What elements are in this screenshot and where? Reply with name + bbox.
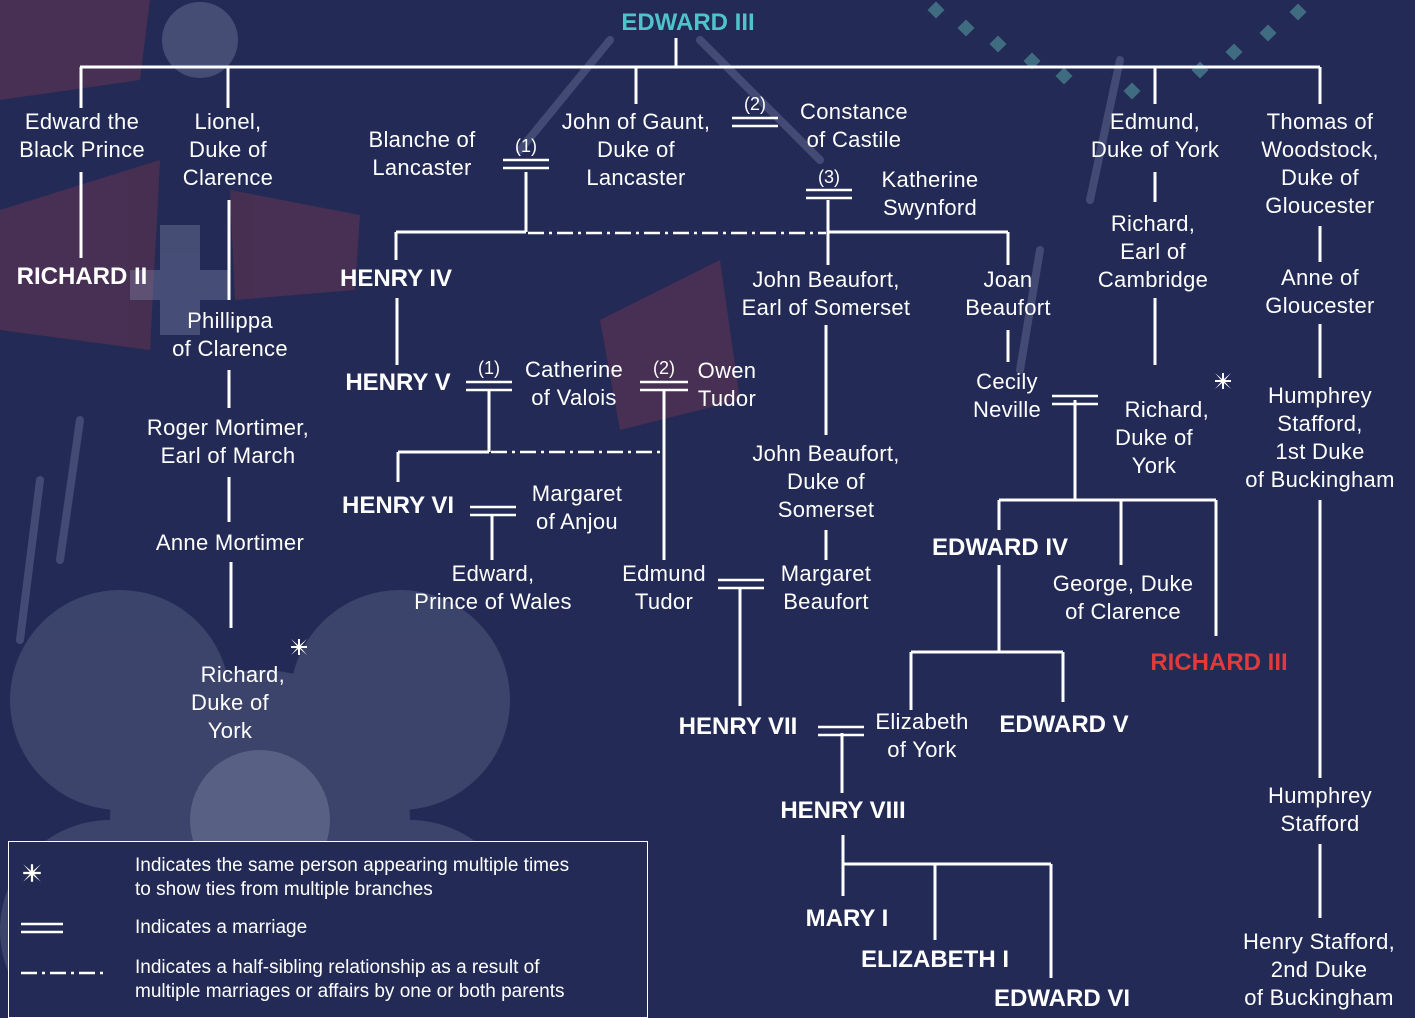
thomas-of-woodstock: Thomas of Woodstock, Duke of Gloucester — [1261, 109, 1379, 218]
phillippa-of-clarence: Phillippa of Clarence — [172, 308, 288, 361]
legend-cross-text: Indicates the same person appearing mult… — [135, 855, 570, 900]
lionel-duke-of-clarence: Lionel, Duke of Clarence — [182, 109, 274, 190]
john-beaufort-duke-of-somerset: John Beaufort, Duke of Somerset — [752, 441, 900, 522]
half-sibling-dash-icon — [21, 971, 105, 975]
john-beaufort-earl-of-somerset: John Beaufort, Earl of Somerset — [741, 267, 911, 320]
margaret-beaufort: Margaret Beaufort — [780, 561, 872, 614]
marriage-symbol-icon — [21, 922, 63, 934]
cross-pattee-icon — [1215, 373, 1231, 389]
humphrey-stafford: Humphrey Stafford — [1268, 783, 1372, 836]
cecily-neville: Cecily Neville — [972, 369, 1042, 422]
cross-pattee-icon — [23, 864, 41, 882]
elizabeth-of-york: Elizabeth of York — [875, 709, 969, 762]
blanche-of-lancaster: Blanche of Lancaster — [368, 127, 476, 180]
edward-iii-title: EDWARD III — [621, 9, 755, 36]
richard-iii: RICHARD III — [1150, 649, 1288, 676]
constance-of-castile: Constance of Castile — [800, 99, 908, 152]
humphrey-stafford-1st-duke: Humphrey Stafford, 1st Duke of Buckingha… — [1245, 383, 1395, 492]
joan-beaufort: Joan Beaufort — [965, 267, 1051, 320]
edward-vi: EDWARD VI — [993, 985, 1131, 1012]
marriage-number: (1) — [478, 358, 500, 378]
john-of-gaunt: John of Gaunt, Duke of Lancaster — [561, 109, 711, 190]
katherine-swynford: Katherine Swynford — [881, 167, 979, 220]
george-duke-of-clarence: George, Duke of Clarence — [1052, 571, 1194, 624]
catherine-of-valois: Catherine of Valois — [524, 357, 624, 410]
person-name: Richard, Duke of York — [1115, 397, 1209, 478]
marriage-number: (2) — [653, 358, 675, 378]
edward-prince-of-wales: Edward, Prince of Wales — [414, 561, 572, 614]
edward-v: EDWARD V — [999, 711, 1129, 738]
henry-vii: HENRY VII — [678, 713, 798, 740]
roger-mortimer: Roger Mortimer, Earl of March — [146, 415, 310, 468]
margaret-of-anjou: Margaret of Anjou — [531, 481, 623, 534]
marriage-number: (2) — [744, 94, 766, 114]
anne-mortimer: Anne Mortimer — [155, 530, 305, 555]
henry-v: HENRY V — [345, 369, 451, 396]
edmund-tudor: Edmund Tudor — [622, 561, 706, 614]
henry-viii: HENRY VIII — [780, 797, 906, 824]
edmund-duke-of-york: Edmund, Duke of York — [1090, 109, 1220, 162]
cross-pattee-icon — [291, 639, 307, 655]
elizabeth-i: ELIZABETH I — [861, 946, 1009, 973]
richard-ii: RICHARD II — [16, 263, 148, 290]
person-name: Richard, Duke of York — [191, 662, 285, 743]
legend-box: Indicates the same person appearing mult… — [8, 841, 648, 1018]
richard-earl-of-cambridge: Richard, Earl of Cambridge — [1097, 211, 1209, 292]
legend-half-sibling-text: Indicates a half-sibling relationship as… — [135, 957, 565, 1002]
richard-duke-of-york-right: Richard, Duke of York — [1099, 368, 1209, 508]
henry-vi: HENRY VI — [341, 492, 455, 519]
henry-iv: HENRY IV — [339, 265, 453, 292]
henry-stafford-2nd-duke: Henry Stafford, 2nd Duke of Buckingham — [1242, 929, 1396, 1010]
richard-duke-of-york-left: Richard, Duke of York — [175, 633, 285, 773]
edward-iv: EDWARD IV — [931, 534, 1069, 561]
owen-tudor: Owen Tudor — [697, 358, 757, 411]
anne-of-gloucester: Anne of Gloucester — [1265, 265, 1375, 318]
legend-marriage-text: Indicates a marriage — [135, 917, 308, 938]
marriage-number: (3) — [818, 167, 840, 187]
marriage-number: (1) — [515, 136, 537, 156]
mary-i: MARY I — [805, 905, 889, 932]
edward-black-prince: Edward the Black Prince — [19, 109, 145, 162]
